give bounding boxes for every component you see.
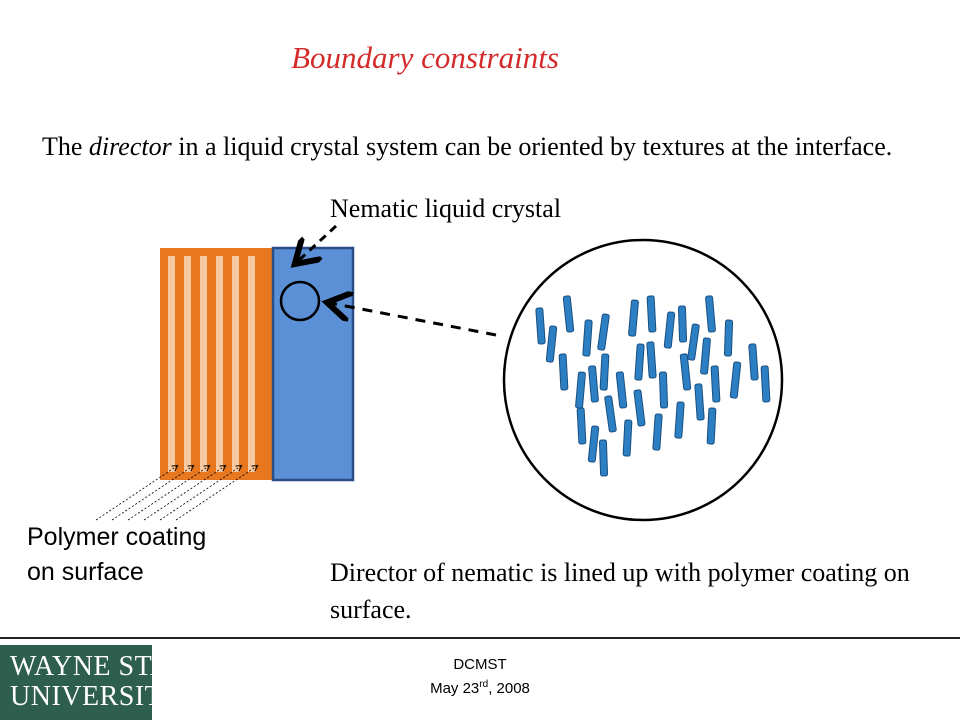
footer-date-sup: rd (479, 679, 489, 690)
logo-line2: UNIVERSITY (10, 681, 183, 712)
slide-title: Boundary constraints (291, 40, 559, 75)
nematic-label: Nematic liquid crystal (330, 194, 562, 223)
footer-divider (0, 637, 960, 639)
liquid-crystal-layer (271, 246, 355, 482)
university-logo: WAYNE STATE UNIVERSITY (0, 645, 202, 720)
zoom-pointer-arrow (330, 303, 497, 337)
zoom-circle (502, 238, 784, 522)
polymer-stripes (168, 256, 255, 472)
polymer-label-line1: Polymer coating (27, 523, 207, 551)
footer-date-prefix: May 23 (430, 680, 480, 697)
intro-director-term: director (88, 132, 172, 161)
polymer-leader-lines (95, 466, 257, 521)
director-note: Director of nematic is lined up with pol… (330, 558, 910, 624)
nematic-rods (535, 295, 771, 477)
footer-date: May 23rd, 2008 (380, 675, 580, 699)
polymer-label: Polymer coating on surface (27, 520, 206, 590)
intro-prefix: The (42, 132, 89, 161)
intro-text: The director in a liquid crystal system … (42, 128, 902, 165)
label-pointer-arrow (297, 224, 338, 262)
footer-org: DCMST (453, 656, 507, 673)
intro-suffix: in a liquid crystal system can be orient… (171, 132, 893, 161)
polymer-label-line2: on surface (27, 558, 144, 586)
footer-date-suffix: , 2008 (488, 680, 530, 697)
footer-info: DCMST May 23rd, 2008 (380, 655, 580, 699)
logo-line1: WAYNE STATE (10, 651, 203, 682)
magnify-circle (279, 280, 321, 322)
